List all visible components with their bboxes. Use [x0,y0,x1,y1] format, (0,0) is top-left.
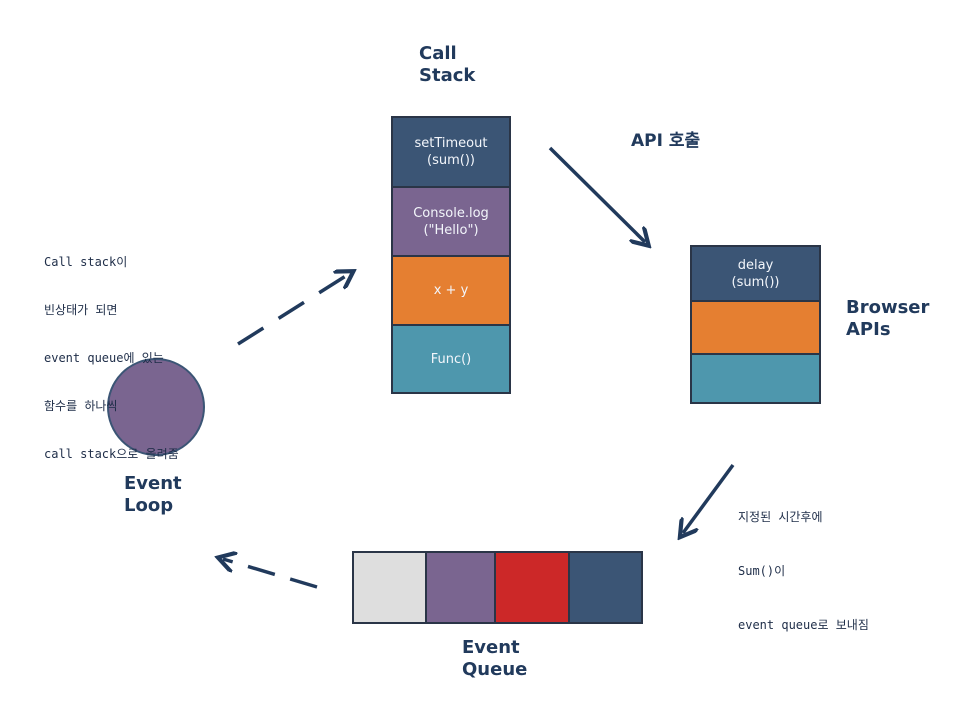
browser-apis-title: Browser APIs [846,297,929,341]
call-stack-title-line1: Call [419,43,457,64]
call-stack-title: Call Stack [419,43,475,87]
event-loop-title-line2: Loop [124,495,174,516]
event-queue-slot [427,553,494,622]
browser-apis-title-line1: Browser [846,297,930,318]
call-stack-block-console-log: Console.log ("Hello") [393,188,509,255]
timer-note: 지정된 시간후에 Sum()이 event queue로 보내짐 [738,472,869,652]
event-queue-slot [354,553,425,622]
arrow-event-loop-to-call-stack [237,274,349,346]
call-stack-title-line2: Stack [419,65,476,86]
timer-note-line: event queue로 보내짐 [738,618,869,632]
event-loop-title: Event Loop [124,473,182,517]
call-stack-block-x-plus-y: x + y [393,257,509,324]
browser-api-block-orange [692,302,819,353]
browser-api-block-delay: delay (sum()) [692,247,819,300]
event-queue-title: Event Queue [462,637,527,681]
block-label: x + y [433,283,469,298]
block-label: (sum()) [427,153,475,168]
arrow-browser-apis-to-event-queue [683,463,735,533]
block-label: (sum()) [731,274,780,290]
event-queue-title-line1: Event [462,637,520,658]
event-loop-circle [107,358,205,456]
event-loop-note-line: Call stack이 [44,255,128,269]
event-loop-note-line: 빈상태가 되면 [44,303,118,317]
call-stack-block-settimeout: setTimeout (sum()) [393,118,509,186]
event-loop-note-line: event queue에 있는 [44,351,164,365]
timer-note-line: Sum()이 [738,564,786,578]
event-loop-note: Call stack이 빈상태가 되면 event queue에 있는 함수를 … [44,222,179,478]
event-loop-title-line1: Event [124,473,182,494]
block-label: Func() [430,351,472,367]
timer-note-line: 지정된 시간후에 [738,510,823,524]
block-label: ("Hello") [423,222,479,238]
event-loop-note-line: 함수를 하나씩 [44,399,118,413]
event-queue-slot [496,553,568,622]
call-stack-block-func: Func() [393,326,509,392]
browser-api-block-teal [692,355,819,402]
arrow-call-stack-to-browser-apis [548,146,645,242]
block-label: Console.log [413,205,489,221]
event-loop-note-line: call stack으로 올려줌 [44,447,179,461]
block-label: setTimeout [414,136,488,151]
event-queue-slot [570,553,641,622]
browser-apis: delay (sum()) [690,245,821,404]
call-stack: setTimeout (sum()) Console.log ("Hello")… [391,116,511,394]
event-queue [352,551,643,624]
browser-apis-title-line2: APIs [846,319,891,340]
arrow-event-queue-to-event-loop [223,559,318,589]
event-queue-title-line2: Queue [462,659,528,680]
api-call-label: API 호출 [631,131,701,151]
block-label: delay [737,257,774,273]
